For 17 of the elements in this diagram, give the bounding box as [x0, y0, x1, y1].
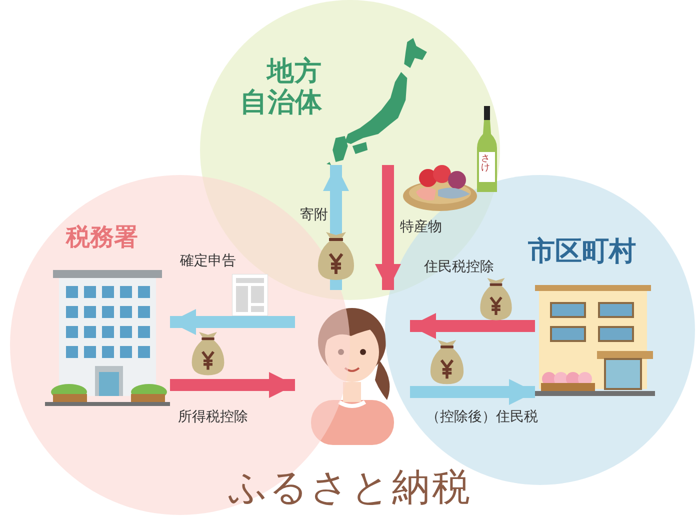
title: ふるさと納税: [228, 465, 472, 509]
arrow: [410, 313, 535, 339]
circle-heading: 税務署: [66, 224, 138, 252]
circle-heading: 地方自治体: [240, 56, 324, 118]
edge-label: （控除後）住民税: [425, 408, 539, 426]
arrow: [410, 379, 535, 405]
bottle-label: さけ: [481, 155, 491, 174]
japan-map-drawing: [325, 38, 430, 165]
arrow: [170, 372, 295, 398]
arrow: [170, 309, 295, 335]
edge-label: 確定申告: [179, 252, 237, 270]
arrow: [375, 165, 401, 290]
edge-label: 寄附: [299, 206, 329, 224]
edge-label: 特産物: [399, 218, 443, 236]
edge-label: 所得税控除: [177, 408, 249, 426]
circle-heading: 市区町村: [528, 236, 636, 268]
edge-label: 住民税控除: [423, 258, 495, 276]
